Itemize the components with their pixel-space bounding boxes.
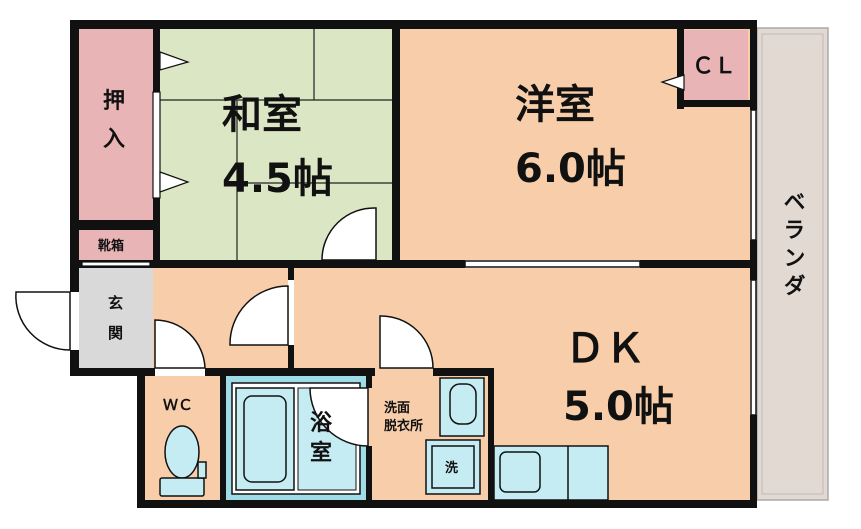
toilet <box>159 425 207 497</box>
shoe-cabinet <box>79 230 153 260</box>
veranda <box>757 28 828 500</box>
washitsu-name: 和室 <box>222 92 302 138</box>
washitsu-size: 4.5帖 <box>222 156 333 202</box>
closet-label: ＣＬ <box>692 54 736 79</box>
senmen-label-2: 脱衣所 <box>384 418 423 434</box>
bath-label-2: 室 <box>310 440 332 466</box>
kutsubako-label: 靴箱 <box>98 238 124 254</box>
windows <box>464 109 757 416</box>
bath-label-1: 浴 <box>310 411 333 436</box>
closet-cl <box>684 30 748 100</box>
oshiire-label-1: 押 <box>103 88 125 114</box>
oshiire-label-2: 入 <box>103 127 125 152</box>
oshiire-closet <box>79 27 153 220</box>
veranda-label: ベランダ <box>780 190 806 302</box>
kitchen-counter <box>493 445 609 501</box>
senmen-label-1: 洗面 <box>384 400 410 416</box>
dk-name: ＤＫ <box>565 326 645 372</box>
youshitsu-size: 6.0帖 <box>515 146 626 192</box>
genkan-label-2: 関 <box>108 324 123 342</box>
youshitsu-name: 洋室 <box>515 82 595 128</box>
washing-machine <box>425 439 481 495</box>
washer-label: 洗 <box>445 460 458 476</box>
genkan-floor <box>79 268 153 368</box>
dk-size: 5.0帖 <box>563 384 674 430</box>
genkan-label-1: 玄 <box>108 294 123 312</box>
wc-label: ＷＣ <box>163 396 193 414</box>
doors <box>15 207 434 447</box>
walls <box>70 20 757 508</box>
sliding-door-marks <box>81 51 685 267</box>
tatami-lines <box>160 27 392 260</box>
washbasin <box>439 377 485 437</box>
